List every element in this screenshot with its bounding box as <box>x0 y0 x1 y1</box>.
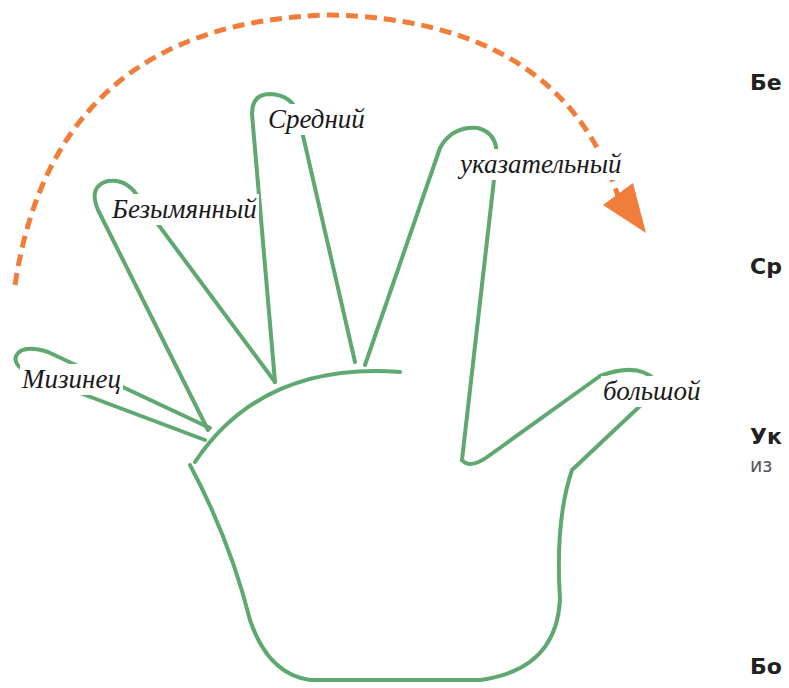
finger-label: указательный <box>458 149 624 180</box>
section-heading: Ср <box>750 254 782 279</box>
middle-finger <box>252 94 355 382</box>
section-heading: Бо <box>750 654 782 679</box>
thumb-and-palm <box>190 370 657 680</box>
little-finger <box>16 349 211 440</box>
finger-label: Мизинец <box>20 364 123 395</box>
palm-arc <box>195 371 400 462</box>
finger-label: Средний <box>266 104 367 135</box>
body-text: из <box>750 455 772 477</box>
arrow-head <box>603 183 646 233</box>
section-heading: Ук <box>750 424 782 449</box>
finger-label: большой <box>601 376 703 407</box>
finger-label: Безымянный <box>110 194 259 225</box>
section-heading: Бе <box>750 70 782 95</box>
